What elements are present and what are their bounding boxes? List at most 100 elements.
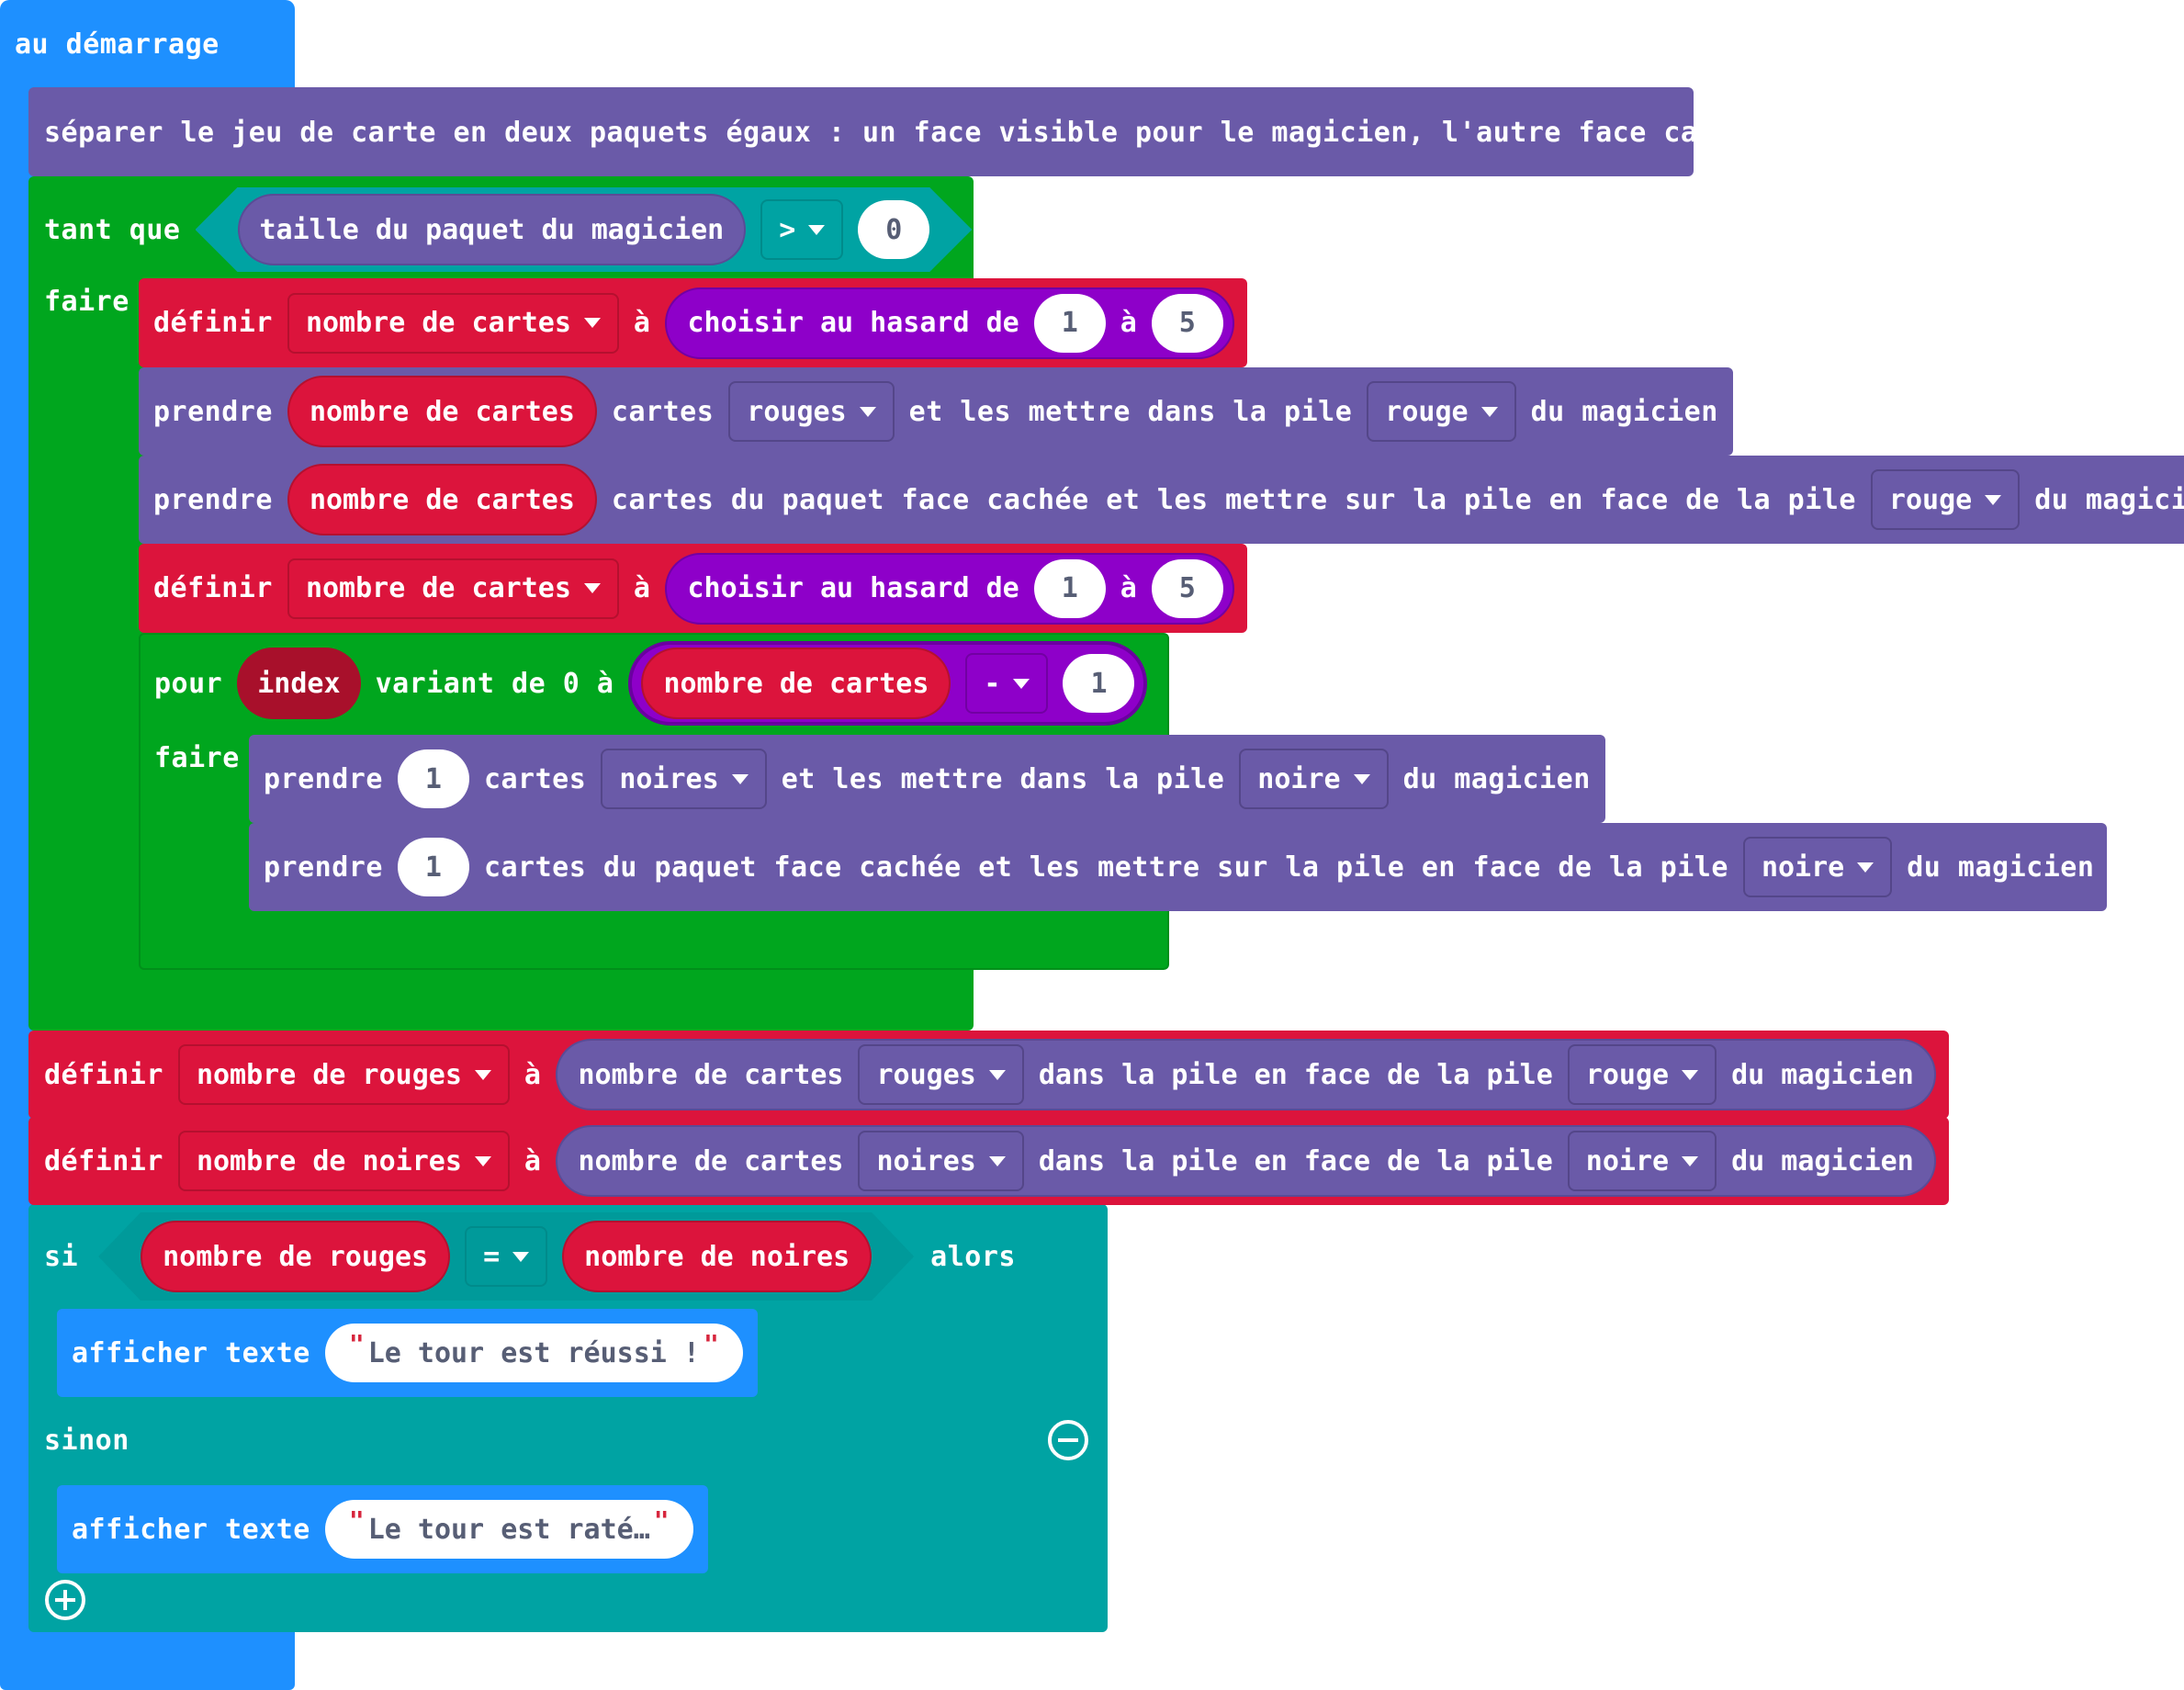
reporter-label: nombre de cartes <box>578 1144 844 1177</box>
pile-dropdown[interactable]: rouge <box>1870 469 2021 530</box>
caret-down-icon <box>988 1069 1006 1080</box>
take-red-cards-block[interactable]: prendre nombre de cartes cartes rouges e… <box>139 367 1733 456</box>
variable-name: nombre de cartes <box>305 307 571 339</box>
take-hidden-red-block[interactable]: prendre nombre de cartes cartes du paque… <box>139 456 2184 544</box>
magician-deck-size-reporter[interactable]: taille du paquet du magicien <box>238 194 747 265</box>
set-card-count-block-1[interactable]: définir nombre de cartes à choisir au ha… <box>139 278 1247 367</box>
show-text-label: afficher texte <box>72 1336 310 1369</box>
while-do-label-row: faire <box>44 280 129 322</box>
fail-text: Le tour est raté… <box>367 1513 650 1546</box>
pile-count-reporter[interactable]: nombre de cartes rouges dans la pile en … <box>556 1039 1936 1110</box>
pile-dropdown[interactable]: rouge <box>1567 1044 1717 1105</box>
to-label: à <box>633 307 651 339</box>
variable-name: nombre de cartes <box>309 395 575 428</box>
show-fail-block[interactable]: afficher texte "Le tour est raté…" <box>57 1485 708 1573</box>
magician-suffix: du magicien <box>1402 762 1591 795</box>
caret-down-icon <box>1682 1155 1699 1166</box>
split-deck-block[interactable]: séparer le jeu de carte en deux paquets … <box>44 97 1766 167</box>
on-start-header[interactable]: au démarrage <box>15 18 220 70</box>
card-color-label: noires <box>619 762 719 795</box>
pile-dropdown[interactable]: noire <box>1567 1131 1717 1191</box>
subtract-value-input[interactable]: 1 <box>1063 654 1135 713</box>
else-label: sinon <box>44 1424 129 1457</box>
caret-down-icon <box>988 1155 1006 1166</box>
magician-suffix: du magicien <box>1530 395 1718 428</box>
variable-dropdown[interactable]: nombre de cartes <box>287 558 619 619</box>
compare-value-input[interactable]: 0 <box>858 200 929 259</box>
caret-down-icon <box>583 318 601 328</box>
random-max-input[interactable]: 5 <box>1151 293 1223 353</box>
caret-down-icon <box>1013 678 1030 689</box>
caret-down-icon <box>1985 494 2002 505</box>
set-reds-block[interactable]: définir nombre de rouges à nombre de car… <box>28 1031 1949 1119</box>
index-variable[interactable]: index <box>237 648 361 719</box>
split-deck-shape[interactable] <box>28 87 1694 176</box>
card-count-input[interactable]: 1 <box>397 749 469 808</box>
reds-variable[interactable]: nombre de rouges <box>141 1221 450 1292</box>
compare-operator-dropdown[interactable]: = <box>465 1226 547 1287</box>
fail-text-input[interactable]: "Le tour est raté…" <box>324 1500 693 1559</box>
cards-label: cartes <box>611 395 715 428</box>
pile-dropdown[interactable]: rouge <box>1367 381 1516 442</box>
minus-circle-icon[interactable] <box>1048 1420 1088 1460</box>
caret-down-icon <box>474 1069 491 1080</box>
show-success-block[interactable]: afficher texte "Le tour est réussi !" <box>57 1309 758 1397</box>
random-min-input[interactable]: 1 <box>1033 558 1106 618</box>
random-label: choisir au hasard de <box>687 307 1019 339</box>
random-min-input[interactable]: 1 <box>1033 293 1106 353</box>
variable-name: nombre de rouges <box>196 1058 462 1091</box>
set-label: définir <box>44 1144 163 1177</box>
set-card-count-block-2[interactable]: définir nombre de cartes à choisir au ha… <box>139 544 1247 633</box>
if-header[interactable]: si nombre de rouges = nombre de noires a… <box>44 1211 1016 1302</box>
pile-dropdown[interactable]: noire <box>1742 837 1893 897</box>
plus-circle-icon[interactable] <box>45 1580 85 1620</box>
pile-label: noire <box>1585 1144 1670 1177</box>
pile-label: rouge <box>1585 1058 1670 1091</box>
card-count-input[interactable]: 1 <box>397 838 469 896</box>
variable-dropdown[interactable]: nombre de cartes <box>287 292 619 354</box>
random-reporter[interactable]: choisir au hasard de 1 à 5 <box>665 287 1234 359</box>
subtract-reporter[interactable]: nombre de cartes - 1 <box>628 641 1148 726</box>
card-count-variable[interactable]: nombre de cartes <box>287 464 597 535</box>
take-hidden-black-block[interactable]: prendre 1 cartes du paquet face cachée e… <box>249 823 2108 911</box>
card-color-dropdown[interactable]: noires <box>601 749 767 809</box>
card-color-dropdown[interactable]: rouges <box>728 381 895 442</box>
caret-down-icon <box>731 773 749 784</box>
compare-operator-dropdown[interactable]: > <box>760 199 843 260</box>
caret-down-icon <box>583 583 601 593</box>
on-start-label: au démarrage <box>15 28 220 61</box>
for-do-label-row: faire <box>154 737 240 779</box>
math-operator-dropdown[interactable]: - <box>965 653 1049 714</box>
set-blacks-block[interactable]: définir nombre de noires à nombre de car… <box>28 1117 1949 1205</box>
take-label: prendre <box>153 395 273 428</box>
equality-condition[interactable]: nombre de rouges = nombre de noires <box>98 1212 914 1301</box>
random-label: choisir au hasard de <box>687 572 1019 604</box>
caret-down-icon <box>1857 862 1874 873</box>
card-color-dropdown[interactable]: noires <box>858 1131 1024 1191</box>
if-block-gap-1 <box>28 1309 57 1397</box>
pile-count-reporter[interactable]: nombre de cartes noires dans la pile en … <box>556 1125 1936 1197</box>
show-text-label: afficher texte <box>72 1513 310 1546</box>
set-label: définir <box>153 572 273 604</box>
pile-dropdown[interactable]: noire <box>1239 749 1389 809</box>
success-text-input[interactable]: "Le tour est réussi !" <box>324 1324 743 1382</box>
variable-name: nombre de noires <box>196 1144 462 1177</box>
random-max-input[interactable]: 5 <box>1151 558 1223 618</box>
variable-name: nombre de rouges <box>163 1240 429 1273</box>
blacks-variable[interactable]: nombre de noires <box>562 1221 872 1292</box>
variable-dropdown[interactable]: nombre de noires <box>177 1131 510 1191</box>
compare-operator-label: = <box>483 1240 501 1273</box>
while-condition[interactable]: taille du paquet du magicien > 0 <box>196 187 973 272</box>
random-reporter[interactable]: choisir au hasard de 1 à 5 <box>665 552 1234 625</box>
card-count-variable[interactable]: nombre de cartes <box>641 648 951 719</box>
take-label: prendre <box>264 762 383 795</box>
for-loop-header[interactable]: pour index variant de 0 à nombre de cart… <box>154 637 1148 729</box>
take-black-cards-block[interactable]: prendre 1 cartes noires et les mettre da… <box>249 735 1605 823</box>
pile-label: noire <box>1761 851 1845 884</box>
variable-name: nombre de cartes <box>309 483 575 516</box>
variable-dropdown[interactable]: nombre de rouges <box>177 1044 510 1105</box>
card-count-variable[interactable]: nombre de cartes <box>287 376 597 447</box>
else-row: sinon <box>44 1419 129 1461</box>
while-header[interactable]: tant que taille du paquet du magicien > … <box>44 184 972 276</box>
card-color-dropdown[interactable]: rouges <box>858 1044 1024 1105</box>
